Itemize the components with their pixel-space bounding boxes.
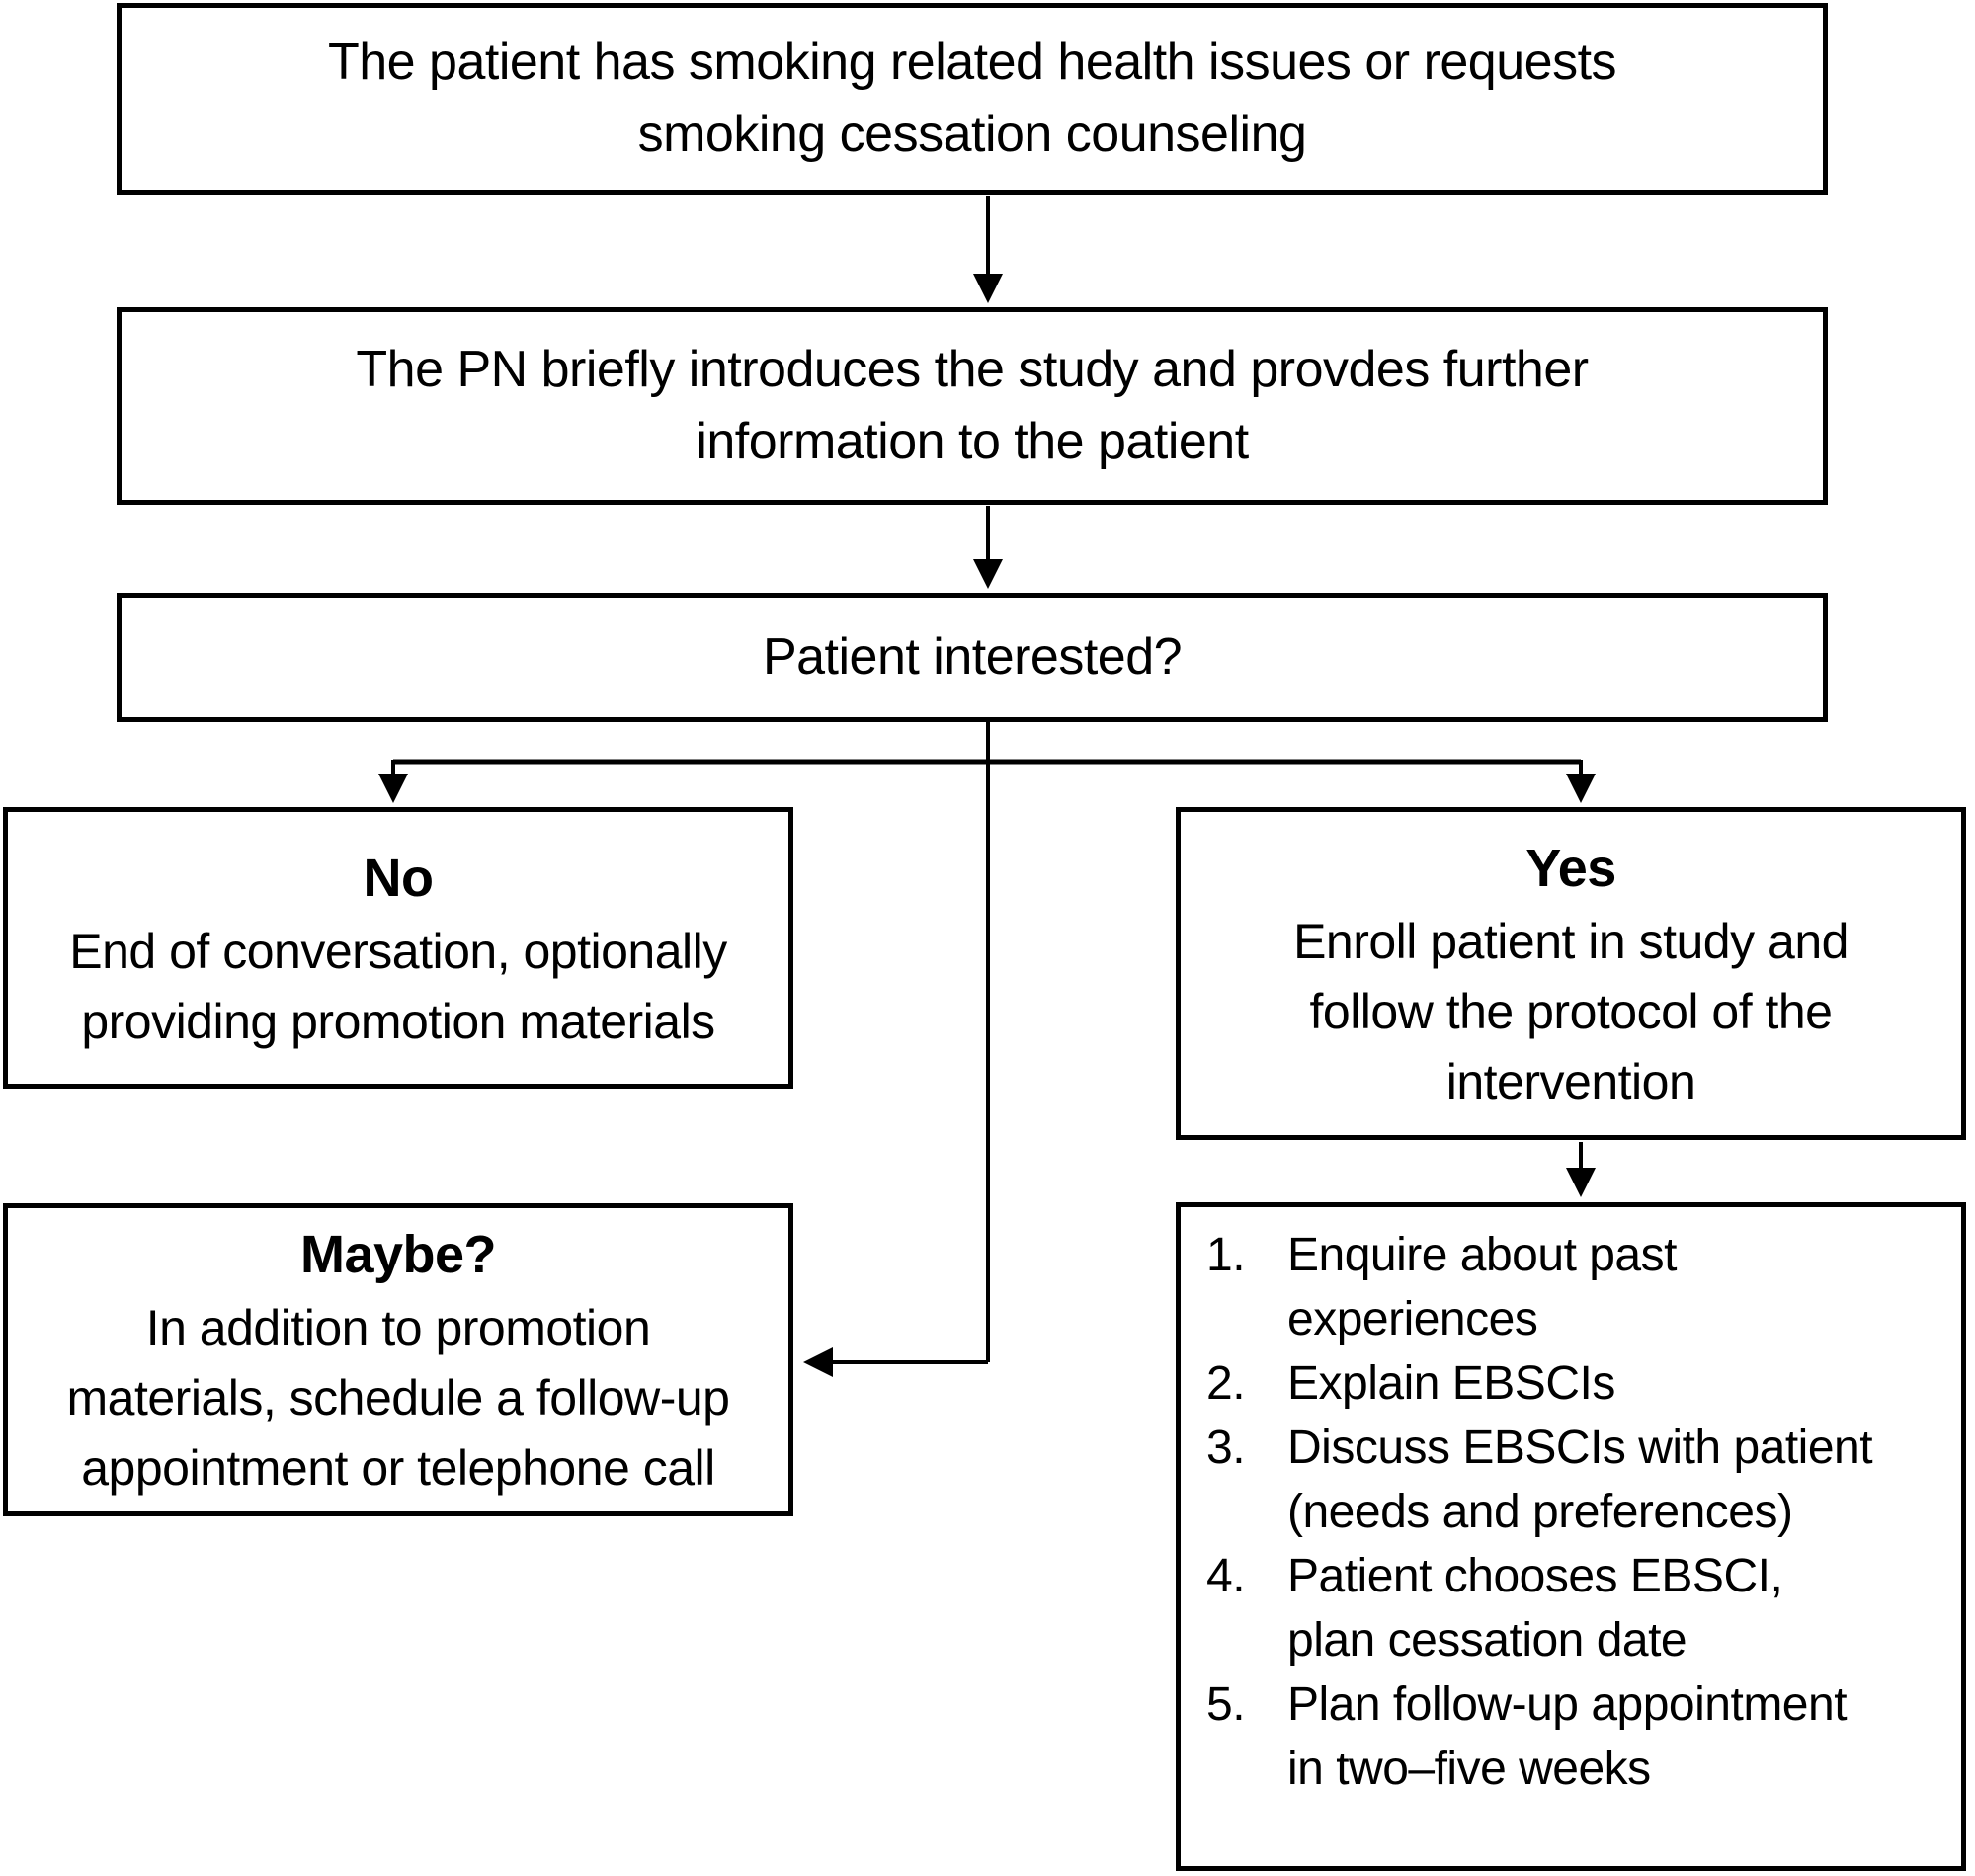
protocol-step-text-line: experiences [1287, 1293, 1538, 1346]
node-yes-text-line: intervention [1445, 1054, 1696, 1109]
node-maybe: Maybe? In addition to promotion material… [3, 1203, 793, 1516]
protocol-step-number: 4. [1206, 1550, 1246, 1602]
node-no-text-line: providing promotion materials [81, 993, 715, 1049]
node-protocol-steps: 1. Enquire about past experiences 2. Exp… [1176, 1202, 1966, 1871]
protocol-step-text-line: Explain EBSCIs [1287, 1357, 1615, 1410]
protocol-step: 2. Explain EBSCIs [1200, 1351, 1946, 1416]
node-start: The patient has smoking related health i… [117, 3, 1828, 195]
protocol-step-text: Explain EBSCIs [1287, 1351, 1946, 1416]
protocol-step-number: 3. [1206, 1422, 1246, 1474]
protocol-step: 1. Enquire about past experiences [1200, 1223, 1946, 1351]
node-start-text-line: smoking cessation counseling [637, 106, 1307, 163]
protocol-step: 3. Discuss EBSCIs with patient (needs an… [1200, 1416, 1946, 1544]
node-no-text-line: End of conversation, optionally [69, 923, 727, 979]
protocol-step-text-line: (needs and preferences) [1287, 1486, 1793, 1538]
protocol-step-text: Enquire about past experiences [1287, 1223, 1946, 1351]
protocol-step-text-line: Discuss EBSCIs with patient [1287, 1422, 1873, 1474]
node-yes-text-line: Enroll patient in study and [1293, 914, 1849, 969]
protocol-step-text-line: in two–five weeks [1287, 1743, 1651, 1795]
protocol-step-number: 1. [1206, 1229, 1246, 1281]
node-question: Patient interested? [117, 593, 1828, 722]
node-maybe-text-line: materials, schedule a follow-up [66, 1370, 730, 1426]
node-yes-title: Yes [1525, 839, 1616, 898]
node-maybe-text-line: In addition to promotion [145, 1300, 651, 1355]
node-start-text-line: The patient has smoking related health i… [327, 34, 1617, 91]
protocol-step: 4. Patient chooses EBSCI, plan cessation… [1200, 1544, 1946, 1672]
node-intro-text-line: information to the patient [696, 413, 1249, 470]
node-intro-text-line: The PN briefly introduces the study and … [356, 341, 1589, 398]
node-question-text-line: Patient interested? [762, 628, 1183, 686]
protocol-step-number: 2. [1206, 1357, 1246, 1410]
node-no: No End of conversation, optionally provi… [3, 807, 793, 1089]
protocol-step-text-line: plan cessation date [1287, 1614, 1687, 1667]
node-no-title: No [363, 848, 434, 908]
node-maybe-text-line: appointment or telephone call [81, 1440, 715, 1496]
node-yes-text-line: follow the protocol of the [1309, 984, 1834, 1039]
protocol-step-text: Patient chooses EBSCI, plan cessation da… [1287, 1544, 1946, 1672]
protocol-step-number: 5. [1206, 1678, 1246, 1731]
protocol-step-text-line: Patient chooses EBSCI, [1287, 1550, 1783, 1602]
node-yes: Yes Enroll patient in study and follow t… [1176, 807, 1966, 1140]
node-maybe-title: Maybe? [299, 1225, 497, 1284]
protocol-step-text-line: Enquire about past [1287, 1229, 1677, 1281]
protocol-step: 5. Plan follow-up appointment in two–fiv… [1200, 1672, 1946, 1801]
protocol-step-text: Plan follow-up appointment in two–five w… [1287, 1672, 1946, 1801]
protocol-step-text: Discuss EBSCIs with patient (needs and p… [1287, 1416, 1946, 1544]
protocol-step-text-line: Plan follow-up appointment [1287, 1678, 1848, 1731]
node-intro: The PN briefly introduces the study and … [117, 307, 1828, 505]
